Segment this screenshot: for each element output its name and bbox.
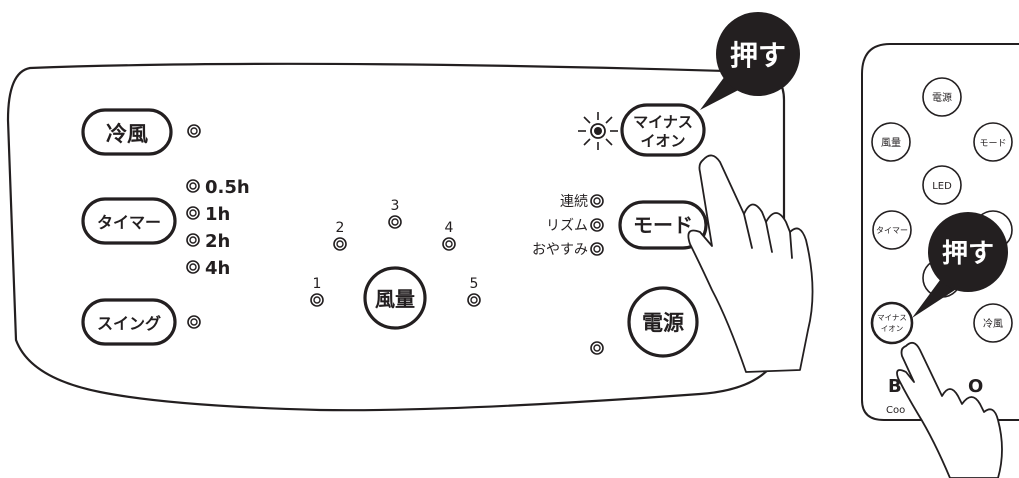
timer-option-label: 1h [205, 204, 230, 225]
fan-level-number: 1 [313, 276, 322, 292]
lit-indicator-sparkle-icon [578, 112, 618, 150]
timer-button[interactable]: タイマー [81, 197, 177, 245]
cool-wind-indicator-led [187, 124, 201, 138]
remote-minus-ion-label-line1: マイナス [877, 313, 907, 322]
power-label: 電源 [642, 311, 684, 335]
fan-level-2: 2 [333, 220, 347, 251]
minus-ion-button[interactable]: マイナス イオン [620, 103, 706, 157]
pointing-hand-remote-icon [896, 341, 1003, 478]
fan-level-3: 3 [388, 198, 402, 229]
mode-option-sleep: おやすみ [532, 242, 604, 258]
remote-brand-right: O [968, 376, 983, 397]
swing-button[interactable]: スイング [81, 298, 177, 346]
mode-button[interactable]: モード [618, 200, 708, 250]
swing-label: スイング [97, 314, 161, 333]
remote-led-button[interactable]: LED [922, 165, 962, 205]
push-callout-label: 押す [730, 39, 786, 72]
minus-ion-label-line2: イオン [640, 132, 685, 150]
remote-brand-left: B [888, 376, 902, 397]
remote-led-label: LED [932, 181, 952, 192]
wind-volume-label: 風量 [375, 287, 415, 311]
timer-option-2h: 2h [186, 231, 230, 252]
timer-option-4h: 4h [186, 258, 230, 279]
remote-cool-wind-label: 冷風 [983, 317, 1003, 330]
remote-power-label: 電源 [932, 91, 952, 104]
remote-wind-volume-label: 風量 [881, 137, 901, 149]
power-indicator-led [590, 341, 604, 355]
control-panel-outline [6, 62, 786, 412]
mode-option-continuous: 連続 [560, 193, 604, 210]
remote-minus-ion-button[interactable]: マイナス イオン [870, 301, 914, 345]
remote-minus-ion-label-line2: イオン [881, 324, 904, 333]
timer-option-label: 4h [205, 258, 230, 279]
mode-label: モード [633, 213, 693, 237]
wind-volume-button[interactable]: 風量 [363, 266, 427, 330]
power-button[interactable]: 電源 [627, 286, 699, 358]
swing-indicator-led [187, 315, 201, 329]
remote-cool-wind-button[interactable]: 冷風 [973, 303, 1013, 343]
mode-option-rhythm: リズム [546, 218, 604, 234]
remote-mode-label: モード [979, 139, 1006, 149]
mode-option-label: 連続 [560, 193, 588, 210]
remote-mode-button[interactable]: モード [973, 122, 1013, 162]
mode-option-label: リズム [546, 218, 588, 234]
minus-ion-label-line1: マイナス [633, 113, 693, 131]
remote-power-button[interactable]: 電源 [922, 77, 962, 117]
fan-level-number: 4 [445, 220, 454, 236]
timer-option-label: 2h [205, 231, 230, 252]
remote-timer-label: タイマー [876, 226, 908, 235]
fan-level-5: 5 [467, 276, 481, 307]
remote-brand-subtext: Coo [886, 405, 905, 416]
fan-level-4: 4 [442, 220, 456, 251]
timer-option-label: 0.5h [205, 177, 250, 198]
fan-level-number: 2 [336, 220, 345, 236]
push-callout-label-remote: 押す [942, 239, 994, 269]
mode-option-label: おやすみ [532, 242, 588, 258]
fan-level-number: 5 [470, 276, 479, 292]
fan-level-1: 1 [310, 276, 324, 307]
push-callout-bubble-remote: 押す [912, 212, 1008, 318]
push-callout-bubble: 押す [700, 12, 800, 110]
fan-level-number: 3 [391, 198, 400, 214]
cool-wind-button[interactable]: 冷風 [81, 108, 173, 156]
timer-option-1h: 1h [186, 204, 230, 225]
timer-option-0-5h: 0.5h [186, 177, 250, 198]
timer-label: タイマー [97, 213, 161, 232]
pointing-hand-icon [687, 154, 814, 373]
cool-wind-label: 冷風 [106, 122, 148, 146]
remote-wind-volume-button[interactable]: 風量 [871, 122, 911, 162]
remote-timer-button[interactable]: タイマー [872, 210, 912, 250]
